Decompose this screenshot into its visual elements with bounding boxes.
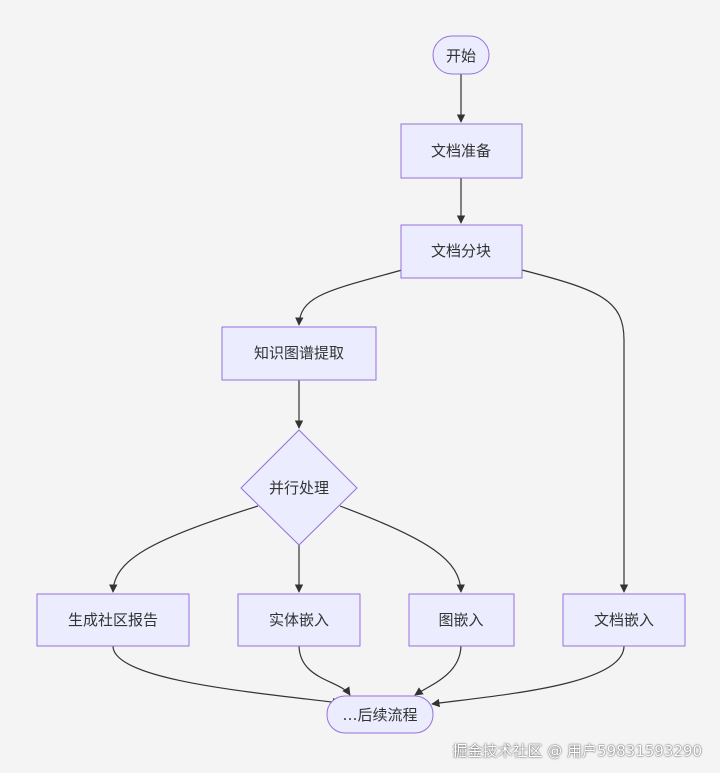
node-graph-embed: 图嵌入 <box>408 593 515 647</box>
edge-docchunk-docembed <box>521 269 629 593</box>
node-start-label: 开始 <box>446 47 476 65</box>
node-next: …后续流程 <box>326 695 434 734</box>
node-community-report-label: 生成社区报告 <box>68 611 158 629</box>
edge-entity-next <box>298 645 351 696</box>
node-doc-embed-label: 文档嵌入 <box>594 611 654 629</box>
edge-parallel-community <box>109 505 259 593</box>
node-graph-embed-label: 图嵌入 <box>438 611 483 629</box>
node-parallel-label: 并行处理 <box>269 479 329 497</box>
node-community-report: 生成社区报告 <box>36 593 190 647</box>
node-doc-chunk: 文档分块 <box>400 224 523 279</box>
edges <box>109 74 629 708</box>
node-doc-prep: 文档准备 <box>400 123 523 179</box>
watermark: 掘金技术社区 @ 用户59831593290 <box>452 742 702 760</box>
edge-community-next <box>112 645 341 707</box>
node-entity-embed: 实体嵌入 <box>237 593 361 647</box>
node-parallel: 并行处理 <box>240 429 358 546</box>
node-doc-embed: 文档嵌入 <box>562 593 686 647</box>
edge-parallel-graph <box>339 505 465 593</box>
edge-docembed-next <box>431 645 625 708</box>
node-doc-prep-label: 文档准备 <box>431 142 491 160</box>
edge-graph-next <box>414 645 462 696</box>
node-next-label: …后续流程 <box>342 706 417 724</box>
node-entity-embed-label: 实体嵌入 <box>269 611 329 629</box>
node-start: 开始 <box>432 35 490 75</box>
node-doc-chunk-label: 文档分块 <box>431 242 491 260</box>
node-kg-extract: 知识图谱提取 <box>221 326 377 381</box>
node-kg-extract-label: 知识图谱提取 <box>254 344 344 362</box>
edge-docchunk-kgextract <box>295 269 403 326</box>
